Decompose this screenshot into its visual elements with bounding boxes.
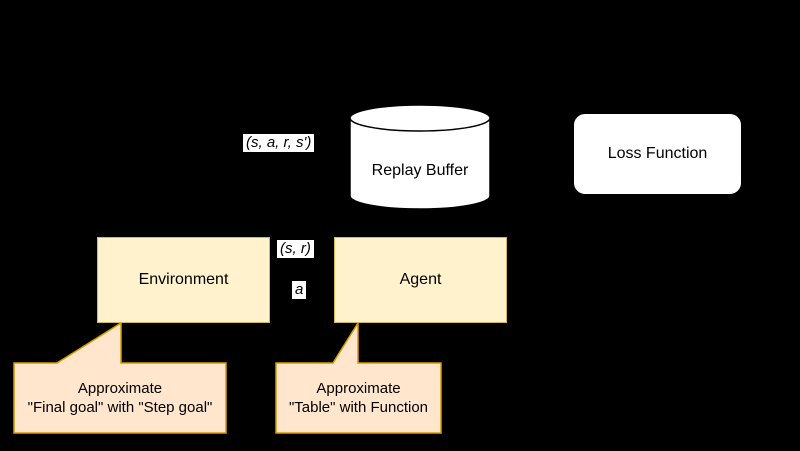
edge-environment-to-buffer xyxy=(231,146,350,237)
action-edge-label: a xyxy=(292,281,307,299)
transition-edge-label: (s, a, r, s') xyxy=(243,134,315,152)
environment-node[interactable]: Environment xyxy=(97,237,270,323)
replay-buffer-cylinder xyxy=(349,104,491,210)
loss-function-node[interactable]: Loss Function xyxy=(573,113,742,195)
agent-callout: Approximate "Table" with Function xyxy=(276,363,441,433)
agent-callout-line1: Approximate xyxy=(316,380,401,397)
agent-callout-shape xyxy=(275,320,442,434)
state-reward-edge-label: (s, r) xyxy=(277,240,314,258)
edge-loss-to-agent xyxy=(509,195,658,301)
environment-callout-line2: "Final goal" with "Step goal" xyxy=(27,399,213,416)
edge-agent-to-loss xyxy=(507,195,663,260)
agent-callout-line2: "Table" with Function xyxy=(288,399,429,416)
agent-node[interactable]: Agent xyxy=(334,237,507,323)
environment-callout-line1: Approximate xyxy=(77,380,163,397)
environment-callout-shape xyxy=(13,321,227,434)
environment-label: Environment xyxy=(138,271,229,288)
environment-callout: Approximate "Final goal" with "Step goal… xyxy=(14,363,226,433)
loss-function-label: Loss Function xyxy=(607,145,708,162)
agent-label: Agent xyxy=(399,271,442,288)
replay-buffer-label: Replay Buffer xyxy=(371,162,469,179)
